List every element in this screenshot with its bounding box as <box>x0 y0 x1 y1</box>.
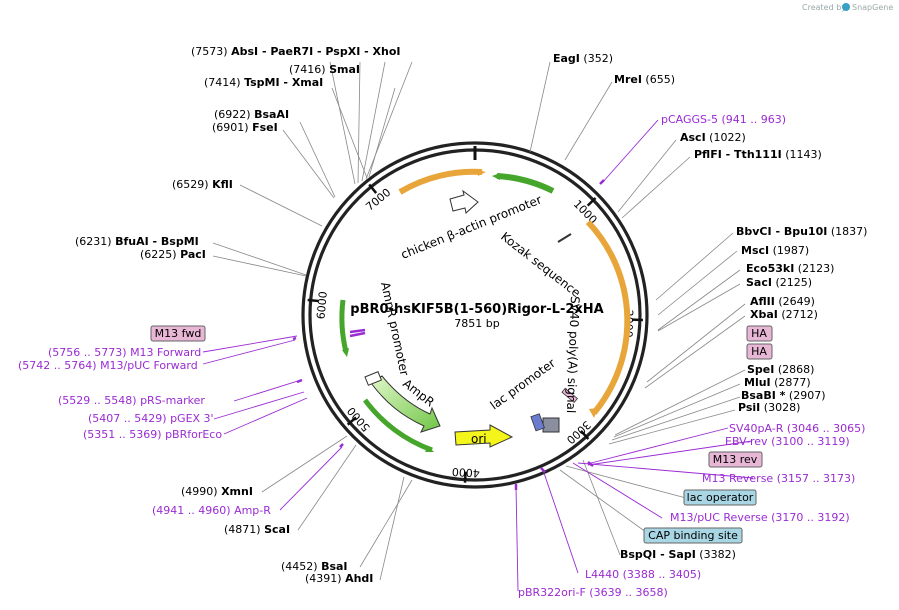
credit-text: Created by <box>802 3 846 12</box>
primer-sv40par[interactable]: SV40pA-R (3046 .. 3065) <box>729 422 865 435</box>
tick-mark <box>346 416 357 426</box>
label-ori: ori <box>471 432 487 446</box>
restriction-site-labels: (7573) AbsI - PaeR7I - PspXI - XhoI (7416… <box>75 45 867 585</box>
site-ahdi[interactable]: (4391) AhdI <box>305 572 373 585</box>
site-bsai[interactable]: (4452) BsaI <box>281 560 348 573</box>
primer-m13puc_rev[interactable]: M13/pUC Reverse (3170 .. 3192) <box>670 511 850 524</box>
site-eco53ki[interactable]: Eco53kI (2123) <box>746 262 834 275</box>
ampr-promoter-box[interactable] <box>364 371 383 386</box>
primer-ebvrev[interactable]: EBV-rev (3100 .. 3119) <box>725 435 850 448</box>
feature-arrowhead <box>342 348 349 357</box>
site-bsaai[interactable]: (6922) BsaAI <box>214 108 289 121</box>
feature-arrowhead <box>478 170 486 176</box>
primer-l4440[interactable]: L4440 (3388 .. 3405) <box>585 568 701 581</box>
kozak-mark <box>557 233 572 243</box>
site-mrei[interactable]: MreI (655) <box>614 73 675 86</box>
box-lac-operator[interactable] <box>683 489 757 506</box>
promoter-arrow-icon[interactable] <box>449 189 479 214</box>
site-psii[interactable]: PsiI (3028) <box>738 401 800 414</box>
ha-tag-box[interactable] <box>561 387 578 404</box>
primer-pcaggs5[interactable]: pCAGGS-5 (941 .. 963) <box>661 113 786 126</box>
site-bsabi[interactable]: BsaBI * (2907) <box>741 389 826 402</box>
primer-m13puc_fwd[interactable]: (5742 .. 5764) M13/pUC Forward <box>18 359 198 372</box>
site-mlui[interactable]: MluI (2877) <box>744 376 811 389</box>
box-m13-fwd[interactable] <box>150 325 206 342</box>
tick-mark <box>307 298 319 303</box>
primer-m13fwd_a[interactable]: (5756 .. 5773) M13 Forward <box>48 346 201 359</box>
site-tspmi[interactable]: (7414) TspMI - XmaI <box>204 76 323 89</box>
box-m13-rev[interactable] <box>708 451 763 468</box>
feature-arc-green-left[interactable] <box>339 299 349 353</box>
feature-arc-green-bottom[interactable] <box>362 398 433 453</box>
box-lac-operator-label: lac operator <box>687 491 754 504</box>
feature-arc-top-orange[interactable] <box>398 168 483 195</box>
primer-pgex3[interactable]: (5407 .. 5429) pGEX 3' <box>88 412 214 425</box>
site-xmni[interactable]: (4990) XmnI <box>181 485 253 498</box>
ampr-arrow-icon[interactable] <box>370 375 441 433</box>
primer-ticks <box>292 179 605 490</box>
site-smai[interactable]: (7416) SmaI <box>289 63 360 76</box>
box-cap-binding[interactable] <box>643 527 743 544</box>
site-scai[interactable]: (4871) ScaI <box>224 523 290 536</box>
site-kfli[interactable]: (6529) KflI <box>172 178 233 191</box>
site-xbai[interactable]: XbaI (2712) <box>750 308 818 321</box>
tick-label: 4000 <box>451 465 480 480</box>
ori-arrow-icon[interactable] <box>454 424 514 448</box>
lac-promoter-box[interactable] <box>530 413 545 432</box>
backbone-outer <box>301 141 649 489</box>
label-sv40: SV40 poly(A) signal <box>564 296 582 414</box>
primer-pbrforeco[interactable]: (5351 .. 5369) pBRforEco <box>83 428 222 441</box>
box-ha-2-label: HA <box>751 345 767 358</box>
tick-mark <box>580 430 590 440</box>
site-saci[interactable]: SacI (2125) <box>746 276 812 289</box>
primer-prsmarker[interactable]: (5529 .. 5548) pRS-marker <box>58 394 205 407</box>
box-m13-rev-label: M13 rev <box>713 453 758 466</box>
feature-arrowhead <box>492 173 500 180</box>
site-bspqi[interactable]: BspQI - SapI (3382) <box>620 548 736 561</box>
feature-arrowhead <box>589 408 598 418</box>
site-pflfi[interactable]: PflFI - Tth111I (1143) <box>694 148 822 161</box>
site-spei[interactable]: SpeI (2868) <box>747 363 814 376</box>
tick-mark <box>463 471 467 483</box>
site-leader-lines <box>212 61 746 581</box>
box-m13-fwd-label: M13 fwd <box>155 327 202 340</box>
primer-m13reverse[interactable]: M13 Reverse (3157 .. 3173) <box>702 472 855 485</box>
snapgene-logo-icon <box>842 3 850 11</box>
tick-marks <box>307 146 643 483</box>
box-ha-1[interactable] <box>746 325 773 342</box>
label-kozak: Kozak sequence <box>498 229 583 300</box>
site-aflii[interactable]: AflII (2649) <box>750 295 815 308</box>
box-ha-1-label: HA <box>751 327 767 340</box>
site-fsei[interactable]: (6901) FseI <box>212 121 278 134</box>
site-bfuai[interactable]: (6231) BfuAI - BspMI <box>75 235 199 248</box>
credit-brand: SnapGene <box>852 3 893 12</box>
feature-arc-green-top[interactable] <box>496 173 555 194</box>
site-eagi[interactable]: EagI (352) <box>553 52 613 65</box>
plasmid-name: pBR0-hsKIF5B(1-560)Rigor-L-2xHA <box>350 302 603 317</box>
feature-arc-right-orange[interactable] <box>585 219 631 415</box>
primer-ampr_primer[interactable]: (4941 .. 4960) Amp-R <box>152 504 271 517</box>
box-ha-2[interactable] <box>746 343 773 360</box>
site-paci[interactable]: (6225) PacI <box>140 248 206 261</box>
primer-pbr322ori[interactable]: pBR322ori-F (3639 .. 3658) <box>518 586 668 599</box>
label-lac-promoter: lac promoter <box>488 356 558 412</box>
site-bbvci[interactable]: BbvCI - Bpu10I (1837) <box>736 225 867 238</box>
tick-mark <box>586 197 597 207</box>
sv40-box[interactable] <box>542 417 560 433</box>
primer-leader-lines <box>202 119 754 592</box>
site-absi[interactable]: (7573) AbsI - PaeR7I - PspXI - XhoI <box>191 45 400 58</box>
site-msci[interactable]: MscI (1987) <box>741 244 809 257</box>
site-asci[interactable]: AscI (1022) <box>680 131 746 144</box>
feature-arrowhead <box>425 446 434 452</box>
plasmid-length: 7851 bp <box>454 317 499 330</box>
primer-labels: pCAGGS-5 (941 .. 963) (5756 .. 5773) M13 … <box>18 113 865 599</box>
tick-mark <box>368 183 378 194</box>
box-cap-binding-label: CAP binding site <box>648 529 738 542</box>
label-ampr-promoter: AmpR promoter <box>378 281 412 377</box>
tick-label: 6000 <box>314 291 329 320</box>
